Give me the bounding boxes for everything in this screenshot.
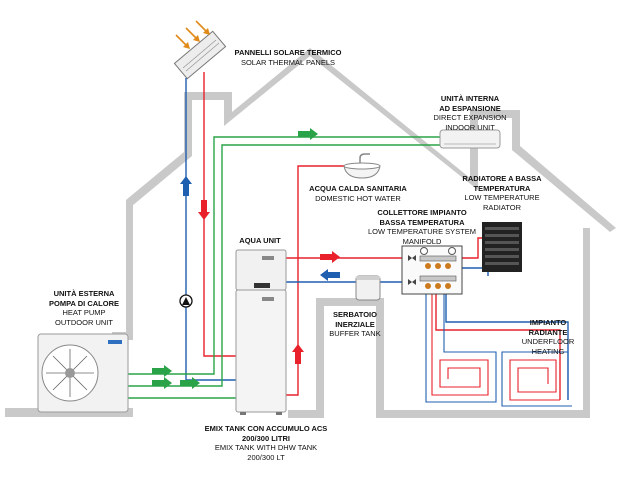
solar-label-en: SOLAR THERMAL PANELS bbox=[240, 57, 336, 67]
tank-label-it1: EMIX TANK CON ACCUMULO ACS bbox=[204, 424, 328, 433]
tank-label-it2: 200/300 LITRI bbox=[242, 433, 290, 443]
manifold-label: COLLETTORE IMPIANTO BASSA TEMPERATURA LO… bbox=[366, 208, 478, 246]
manifold-box bbox=[401, 245, 463, 295]
solar-flow-pipe bbox=[203, 72, 236, 357]
manifold-label-en1: LOW TEMPERATURE SYSTEM bbox=[367, 227, 477, 236]
dhw-label-en: DOMESTIC HOT WATER bbox=[315, 193, 401, 203]
sink-icon bbox=[343, 153, 381, 179]
manifold-label-it1: COLLETTORE IMPIANTO bbox=[377, 208, 467, 217]
indoor-label-en2: INDOOR UNIT bbox=[445, 122, 495, 132]
dhw-label-it: ACQUA CALDA SANITARIA bbox=[309, 184, 407, 193]
solar-return-pipe bbox=[185, 78, 236, 381]
radiator-label-en1: LOW TEMPERATURE bbox=[464, 193, 540, 202]
radiator-icon bbox=[482, 222, 522, 272]
underfloor-label-en1: UNDERFLOOR bbox=[521, 337, 575, 346]
buffer-tank-label: SERBATOIO INERZIALE BUFFER TANK bbox=[320, 310, 390, 339]
outdoor-label-it2: POMPA DI CALORE bbox=[48, 298, 119, 308]
indoor-label-it2: AD ESPANSIONE bbox=[439, 103, 501, 113]
tank-label-en2: 200/300 LT bbox=[247, 452, 285, 462]
indoor-unit-icon bbox=[439, 129, 501, 149]
manifold-label-it2: BASSA TEMPERATURA bbox=[379, 217, 465, 227]
indoor-label-it1: UNITÀ INTERNA bbox=[440, 94, 500, 103]
aqua-unit-tank bbox=[235, 249, 287, 415]
refrigerant-line-2 bbox=[126, 144, 440, 387]
indoor-label-en1: DIRECT EXPANSION bbox=[433, 113, 507, 122]
dhw-pipe bbox=[286, 165, 356, 396]
solar-panels-label: PANNELLI SOLARE TERMICO SOLAR THERMAL PA… bbox=[224, 48, 352, 67]
radiator-label-it1: RADIATORE A BASSA bbox=[462, 174, 542, 183]
flow-arrows bbox=[152, 128, 340, 389]
outdoor-label-en1: HEAT PUMP bbox=[62, 308, 106, 317]
circulation-pump-icon bbox=[179, 294, 193, 308]
buffer-label-en: BUFFER TANK bbox=[329, 329, 381, 338]
underfloor-label-it1: IMPIANTO bbox=[529, 318, 567, 327]
outdoor-label-it1: UNITÀ ESTERNA bbox=[53, 289, 115, 298]
tank-label: EMIX TANK CON ACCUMULO ACS 200/300 LITRI… bbox=[196, 424, 336, 462]
buffer-label-it1: SERBATOIO bbox=[333, 310, 377, 319]
solar-panel-icon bbox=[173, 20, 227, 80]
outdoor-label-en2: OUTDOOR UNIT bbox=[55, 317, 113, 327]
underfloor-label-it2: RADIANTE bbox=[528, 327, 568, 337]
underfloor-label-en2: HEATING bbox=[531, 346, 565, 356]
underfloor-coil-left bbox=[425, 290, 497, 403]
underfloor-coil-right bbox=[501, 351, 572, 407]
manifold-label-en2: MANIFOLD bbox=[402, 236, 442, 246]
outdoor-unit-label: UNITÀ ESTERNA POMPA DI CALORE HEAT PUMP … bbox=[34, 289, 134, 327]
underfloor-label: IMPIANTO RADIANTE UNDERFLOOR HEATING bbox=[508, 318, 588, 356]
buffer-tank bbox=[355, 275, 381, 301]
tank-label-en1: EMIX TANK WITH DHW TANK bbox=[214, 443, 318, 452]
aqua-unit-text: AQUA UNIT bbox=[239, 236, 281, 245]
dhw-label: ACQUA CALDA SANITARIA DOMESTIC HOT WATER bbox=[300, 184, 416, 203]
radiator-label-it2: TEMPERATURA bbox=[473, 183, 531, 193]
indoor-unit-label: UNITÀ INTERNA AD ESPANSIONE DIRECT EXPAN… bbox=[420, 94, 520, 132]
outdoor-heat-pump-icon bbox=[37, 333, 129, 413]
radiator-label: RADIATORE A BASSA TEMPERATURA LOW TEMPER… bbox=[448, 174, 556, 212]
refrigerant-line-1 bbox=[126, 136, 440, 375]
radiator-label-en2: RADIATOR bbox=[482, 202, 522, 212]
solar-label-it: PANNELLI SOLARE TERMICO bbox=[234, 48, 342, 57]
aqua-unit-label: AQUA UNIT bbox=[228, 236, 292, 246]
buffer-label-it2: INERZIALE bbox=[335, 319, 375, 329]
